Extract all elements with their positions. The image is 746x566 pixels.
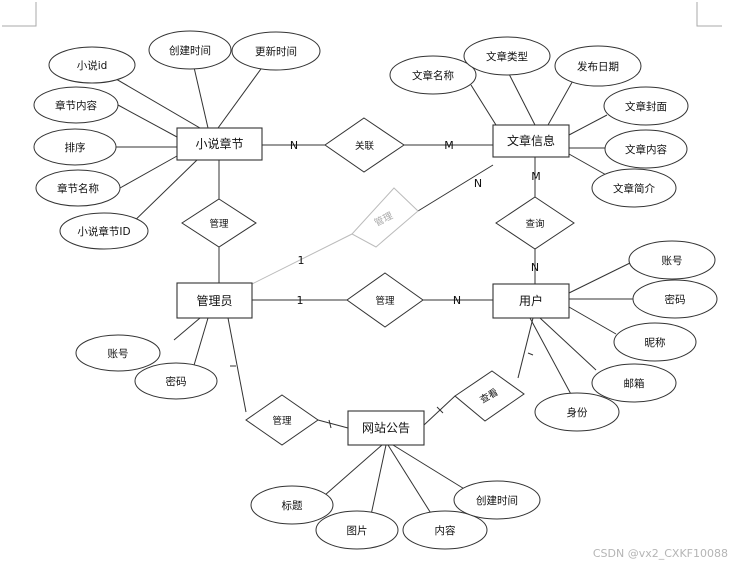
relation-link-label: 关联 bbox=[355, 140, 375, 152]
relation-query: 查询 bbox=[495, 196, 575, 250]
attribute-article-content: 文章内容 bbox=[604, 129, 688, 169]
attribute-notice-created-label: 创建时间 bbox=[476, 494, 518, 507]
attribute-admin-account: 账号 bbox=[75, 334, 161, 372]
entity-site-notice: 网站公告 bbox=[347, 410, 425, 446]
entity-article-info-label: 文章信息 bbox=[507, 133, 555, 148]
attribute-admin-password-label: 密码 bbox=[166, 375, 187, 388]
entity-novel-chapter-label: 小说章节 bbox=[195, 136, 243, 151]
attribute-user-account-label: 账号 bbox=[662, 255, 683, 267]
crop-mark-left bbox=[2, 2, 37, 27]
attribute-article-name: 文章名称 bbox=[389, 55, 477, 95]
connector-ticks bbox=[230, 352, 534, 429]
attribute-user-password: 密码 bbox=[632, 279, 718, 319]
attribute-chapter-id: 小说章节ID bbox=[59, 212, 149, 250]
cardinality-article-query: M bbox=[531, 170, 541, 183]
attribute-notice-image: 图片 bbox=[315, 510, 399, 550]
attribute-article-publish-date: 发布日期 bbox=[554, 45, 642, 87]
relation-manage-chapter: 管理 bbox=[181, 198, 257, 248]
cardinality-user-manage: N bbox=[453, 294, 461, 307]
attribute-user-nickname: 昵称 bbox=[613, 322, 697, 362]
attribute-chapter-created-label: 创建时间 bbox=[169, 44, 211, 57]
attribute-admin-password: 密码 bbox=[134, 362, 218, 400]
entity-site-notice-label: 网站公告 bbox=[362, 421, 410, 435]
relation-manage-notice-label: 管理 bbox=[272, 415, 292, 427]
cardinality-user-query: N bbox=[531, 261, 539, 274]
entity-admin-label: 管理员 bbox=[196, 293, 232, 308]
relation-view: 查看 bbox=[454, 370, 525, 422]
attribute-novel-id-label: 小说id bbox=[77, 59, 108, 72]
cardinality-link-article: M bbox=[444, 139, 454, 152]
relation-manage-user: 管理 bbox=[346, 272, 424, 328]
attribute-article-summary-label: 文章简介 bbox=[613, 182, 655, 195]
relation-manage-notice: 管理 bbox=[245, 394, 319, 446]
attribute-chapter-updated-label: 更新时间 bbox=[255, 45, 297, 58]
entity-article-info: 文章信息 bbox=[492, 124, 570, 158]
cardinality-article-manage: N bbox=[474, 177, 482, 190]
connector-lines bbox=[91, 49, 633, 516]
attribute-user-account: 账号 bbox=[628, 240, 716, 280]
attribute-article-publish-date-label: 发布日期 bbox=[577, 60, 619, 73]
attribute-article-cover-label: 文章封面 bbox=[625, 100, 667, 113]
attribute-chapter-created: 创建时间 bbox=[148, 30, 232, 70]
attribute-article-cover: 文章封面 bbox=[603, 86, 689, 126]
attribute-chapter-order-label: 排序 bbox=[65, 141, 86, 154]
attribute-user-role: 身份 bbox=[534, 392, 620, 432]
attribute-article-content-label: 文章内容 bbox=[625, 143, 667, 156]
attribute-chapter-name: 章节名称 bbox=[35, 169, 121, 207]
attribute-notice-title-label: 标题 bbox=[282, 500, 303, 512]
attribute-admin-account-label: 账号 bbox=[108, 348, 129, 360]
attribute-user-email-label: 邮箱 bbox=[624, 377, 645, 390]
relation-link: 关联 bbox=[324, 117, 405, 173]
attribute-chapter-content-label: 章节内容 bbox=[55, 99, 97, 112]
attribute-user-nickname-label: 昵称 bbox=[645, 336, 666, 349]
attribute-chapter-updated: 更新时间 bbox=[231, 31, 321, 71]
attribute-user-role-label: 身份 bbox=[567, 406, 588, 419]
cardinality-admin-manage-article: 1 bbox=[298, 254, 305, 267]
relation-manage-chapter-label: 管理 bbox=[209, 218, 229, 230]
cardinality-admin-manage-user: 1 bbox=[297, 294, 304, 307]
attribute-chapter-name-label: 章节名称 bbox=[57, 182, 99, 195]
attribute-notice-content: 内容 bbox=[402, 510, 488, 550]
attribute-article-summary: 文章简介 bbox=[591, 168, 677, 208]
attribute-user-email: 邮箱 bbox=[591, 363, 677, 403]
relation-query-label: 查询 bbox=[525, 218, 544, 230]
watermark-text: CSDN @vx2_CXKF10088 bbox=[592, 547, 728, 560]
cardinality-link-chapter: N bbox=[290, 139, 298, 152]
relation-manage-article: 管理 bbox=[351, 187, 419, 248]
attribute-chapter-order: 排序 bbox=[33, 128, 117, 166]
attribute-notice-content-label: 内容 bbox=[435, 524, 456, 537]
attribute-chapter-content: 章节内容 bbox=[33, 86, 119, 124]
entity-novel-chapter: 小说章节 bbox=[176, 127, 263, 161]
attribute-article-name-label: 文章名称 bbox=[412, 69, 454, 82]
crop-mark-right bbox=[696, 2, 722, 27]
attribute-chapter-id-label: 小说章节ID bbox=[77, 225, 130, 238]
attribute-article-type-label: 文章类型 bbox=[486, 50, 528, 63]
attribute-novel-id: 小说id bbox=[48, 46, 136, 84]
attribute-notice-created: 创建时间 bbox=[453, 480, 541, 520]
attribute-notice-title: 标题 bbox=[250, 485, 334, 525]
entity-user: 用户 bbox=[492, 283, 570, 319]
entity-user-label: 用户 bbox=[519, 293, 543, 308]
relation-manage-user-label: 管理 bbox=[375, 295, 395, 307]
entity-admin: 管理员 bbox=[176, 282, 253, 319]
attribute-notice-image-label: 图片 bbox=[347, 524, 368, 537]
attribute-user-password-label: 密码 bbox=[665, 293, 686, 306]
attribute-article-type: 文章类型 bbox=[463, 36, 551, 76]
